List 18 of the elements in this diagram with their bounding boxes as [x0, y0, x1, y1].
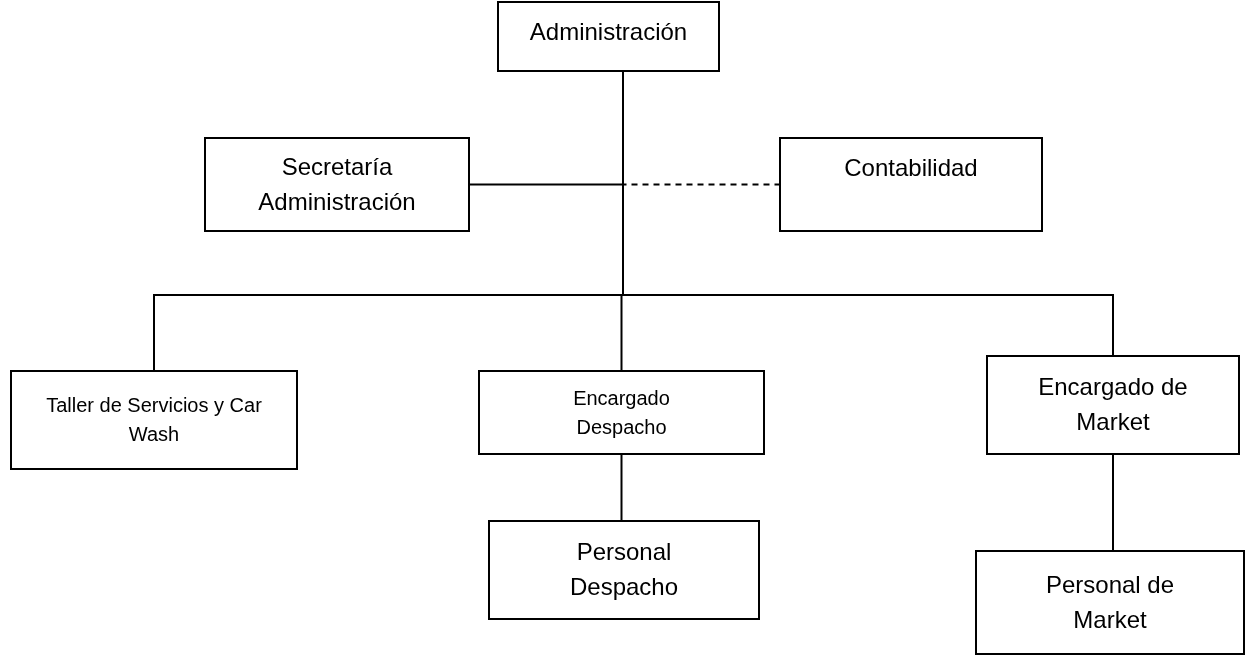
- org-box: [204, 137, 470, 232]
- connector-line: [620, 454, 623, 521]
- org-box: [497, 1, 720, 72]
- org-box: [478, 370, 765, 455]
- role-label: Personal de Market: [1044, 569, 1176, 635]
- role-label: Administración: [529, 17, 688, 47]
- role-label: Personal Despacho: [568, 537, 680, 602]
- connector-line: [1112, 454, 1114, 551]
- org-box: [488, 520, 760, 620]
- org-box: [779, 137, 1043, 232]
- role-label: Contabilidad: [844, 153, 978, 183]
- role-label: Encargado Despacho: [572, 385, 671, 440]
- role-label: Taller de Servicios y Car Wash: [45, 393, 263, 447]
- role-label: Secretaría Administración: [257, 151, 417, 217]
- org-box: [986, 355, 1240, 455]
- org-box: [975, 550, 1245, 655]
- role-label: Encargado de Market: [1037, 372, 1189, 437]
- org-box: [10, 370, 298, 470]
